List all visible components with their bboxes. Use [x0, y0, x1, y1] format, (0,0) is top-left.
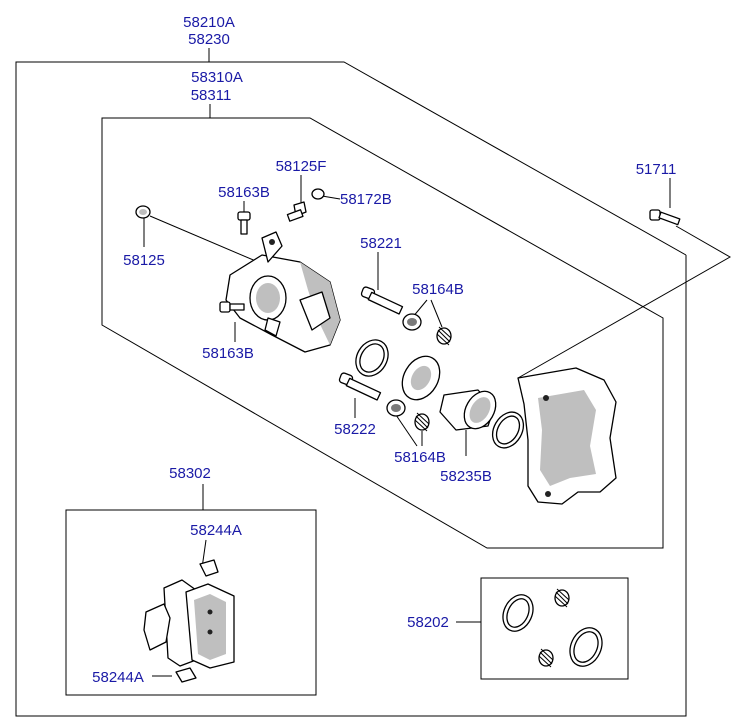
brake-pads [143, 559, 235, 683]
label-58222: 58222 [334, 421, 376, 438]
caliper-bracket [517, 367, 617, 505]
label-58235B: 58235B [440, 468, 492, 485]
label-58302: 58302 [169, 465, 211, 482]
pad-kit-frame [65, 484, 317, 696]
assembly-frame [15, 48, 687, 717]
square-seal [491, 411, 525, 449]
label-caliper-code: 58310A [191, 69, 243, 86]
caliper-housing [225, 231, 341, 353]
guide-pin-upper [360, 286, 404, 315]
label-assembly-code: 58210A [183, 14, 235, 31]
caliper-frame [101, 104, 664, 549]
boots [386, 313, 452, 432]
label-51711: 51711 [636, 161, 677, 178]
label-58244A-top: 58244A [190, 522, 242, 539]
label-caliper-code-alt: 58311 [191, 87, 232, 104]
piston-seal [355, 339, 389, 377]
label-58164B-bottom: 58164B [394, 449, 446, 466]
label-58163B-top: 58163B [218, 184, 270, 201]
label-58164B-top: 58164B [412, 281, 464, 298]
label-58163B-bottom: 58163B [202, 345, 254, 362]
hardware [135, 188, 681, 313]
label-58221: 58221 [360, 235, 402, 252]
piston [439, 389, 497, 431]
label-58244A-bottom: 58244A [92, 669, 144, 686]
bracket-lines [517, 225, 732, 379]
seal-kit-parts [502, 588, 603, 668]
label-58125: 58125 [123, 252, 165, 269]
seal-kit-frame [456, 577, 629, 680]
dust-boot [401, 355, 441, 401]
label-58202: 58202 [407, 614, 449, 631]
label-58125F: 58125F [276, 158, 327, 175]
label-58172B: 58172B [340, 191, 392, 208]
label-assembly-code-alt: 58230 [188, 31, 230, 48]
guide-pin-lower [338, 372, 382, 401]
labels: 58210A 58230 58310A 58311 58125F 58163B … [92, 14, 676, 686]
